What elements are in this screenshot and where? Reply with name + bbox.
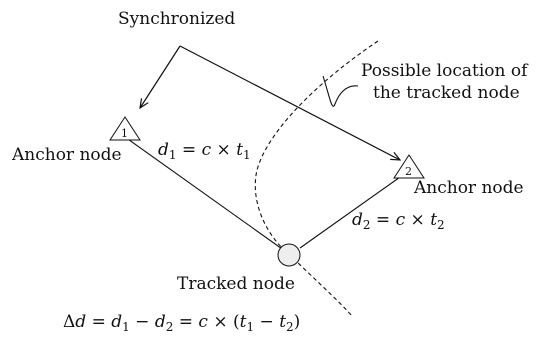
- anchor-1-triangle: [109, 116, 141, 141]
- anchor-2-triangle: [393, 154, 425, 179]
- anchor-node-2-label: Anchor node: [413, 178, 524, 198]
- anchor-node-1-label: Anchor node: [11, 145, 122, 165]
- anchor-2-number: 2: [405, 165, 412, 178]
- anchor-node-2: 2: [393, 154, 425, 179]
- equation-delta-d: Δd = d1 − d2 = c × (t1 − t2): [63, 312, 300, 334]
- location-pointer: [322, 75, 359, 107]
- anchor-node-1: 1: [109, 116, 141, 141]
- distance-line-2: [299, 169, 411, 249]
- possible-location-label-line2: the tracked node: [373, 83, 520, 103]
- synchronized-arrows: [140, 45, 400, 160]
- synchronized-label: Synchronized: [118, 9, 235, 29]
- tracked-node-label: Tracked node: [177, 274, 295, 294]
- equation-d2: d2 = c × t2: [352, 210, 445, 232]
- anchor-1-number: 1: [121, 127, 128, 140]
- distance-line-1: [124, 136, 286, 252]
- possible-location-curve: [254, 40, 379, 317]
- sync-arrow-left: [140, 45, 181, 108]
- sync-arrow-right: [179, 45, 400, 160]
- equation-d1: d1 = c × t1: [158, 140, 251, 162]
- possible-location-label-line1: Possible location of: [361, 61, 529, 81]
- tracked-node-circle: [277, 243, 301, 267]
